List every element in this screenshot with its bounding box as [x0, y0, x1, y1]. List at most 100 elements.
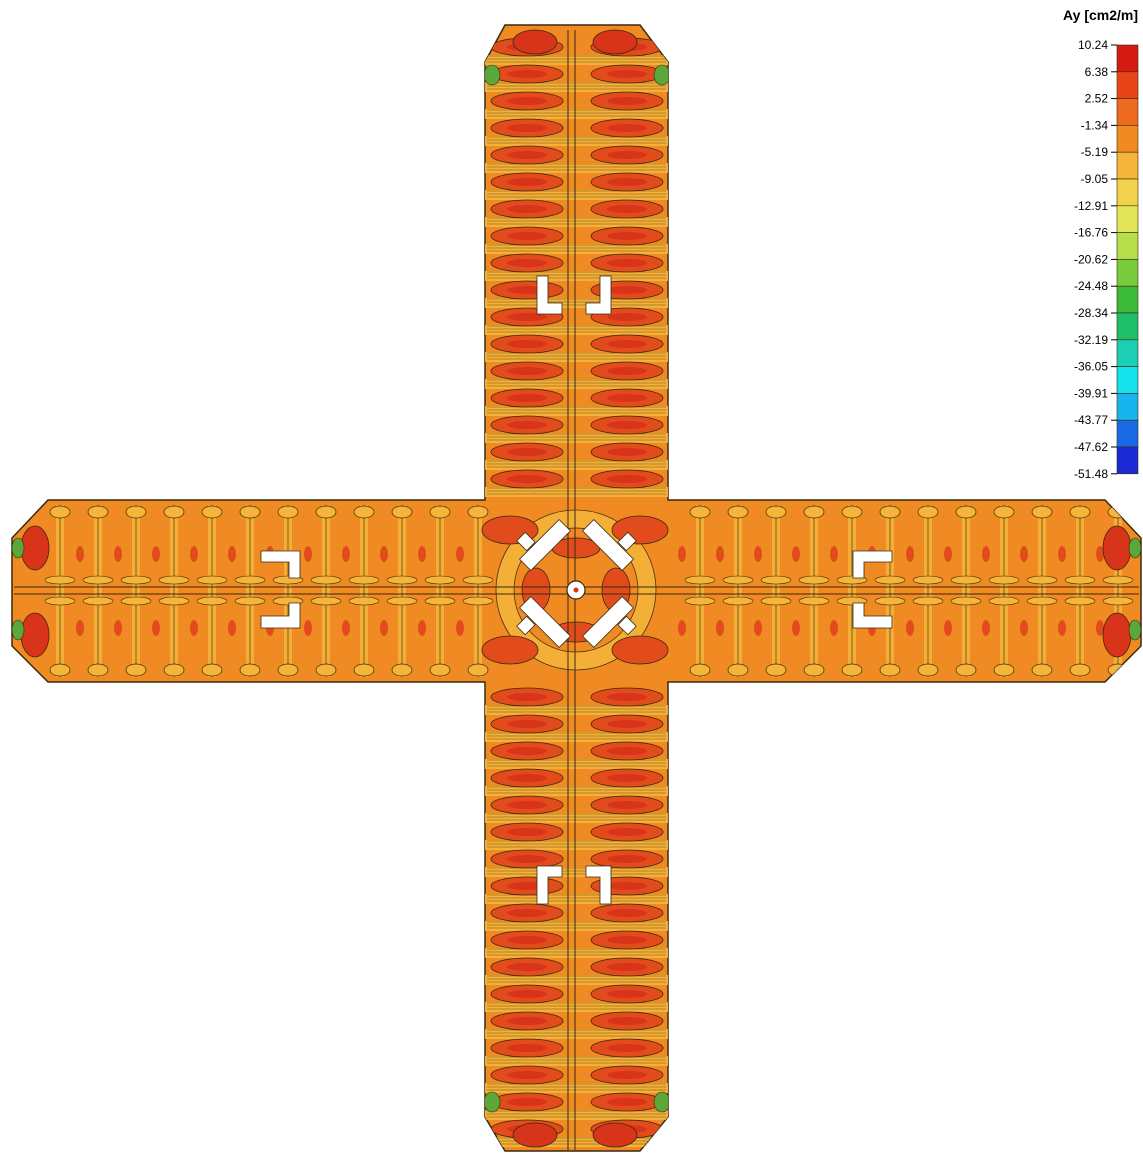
contour-hotter-core [507, 97, 547, 105]
contour-ring [429, 505, 451, 519]
legend-swatch [1116, 446, 1139, 475]
contour-ring [201, 663, 223, 677]
contour-lens [760, 575, 792, 585]
opening-left-top [260, 550, 301, 579]
legend-swatch [1116, 393, 1139, 421]
contour-ring [467, 505, 489, 519]
contour-lens [158, 575, 190, 585]
contour-end-cap [1102, 525, 1132, 571]
contour-ring [353, 505, 375, 519]
contour-hot-spot [792, 546, 800, 562]
contour-corner-cool [653, 64, 671, 86]
contour-band [485, 433, 668, 443]
contour-band [485, 163, 668, 173]
contour-band [485, 1083, 668, 1093]
contour-hot-spot [114, 620, 122, 636]
legend-label: -1.34 [1081, 118, 1109, 132]
contour-lens [1064, 596, 1096, 606]
contour-hot-spot [944, 620, 952, 636]
contour-lens [82, 575, 114, 585]
contour-end-cap [512, 1122, 558, 1148]
contour-hot-spot [1058, 546, 1066, 562]
contour-ring [1031, 505, 1053, 519]
opening-hub-ne [581, 518, 637, 572]
contour-hot-spot [678, 546, 686, 562]
contour-ring [841, 663, 863, 677]
contour-band [485, 379, 668, 389]
contour-ring [1069, 505, 1091, 519]
legend-swatch [1116, 44, 1139, 73]
contour-hotter-core [607, 909, 647, 917]
contour-band [485, 460, 668, 470]
contour-hot-spot [304, 546, 312, 562]
contour-band [485, 786, 668, 796]
contour-end-cap [592, 29, 638, 55]
vertical-arm-contours [483, 29, 671, 1148]
contour-ring [49, 505, 71, 519]
contour-ring [467, 663, 489, 677]
contour-hotter-core [507, 232, 547, 240]
contour-lens [1026, 575, 1058, 585]
contour-lens [988, 575, 1020, 585]
contour-hot-spot [944, 546, 952, 562]
contour-ring [689, 663, 711, 677]
contour-ring [87, 663, 109, 677]
contour-hotter-core [507, 70, 547, 78]
legend-label: -20.62 [1074, 252, 1108, 266]
contour-hotter-core [507, 394, 547, 402]
contour-lens [462, 596, 494, 606]
contour-hotter-core [507, 313, 547, 321]
contour-band [485, 190, 668, 200]
contour-hot-spot [754, 546, 762, 562]
contour-band [485, 244, 668, 254]
legend-label: 6.38 [1085, 65, 1109, 79]
contour-ring [49, 663, 71, 677]
legend-label: 2.52 [1085, 92, 1109, 106]
opening-top-right [585, 275, 612, 315]
contour-ring [125, 663, 147, 677]
contour-hot-spot [418, 620, 426, 636]
contour-hotter-core [507, 720, 547, 728]
opening-left-bottom [260, 602, 301, 629]
contour-hot-spot [342, 620, 350, 636]
contour-band [485, 759, 668, 769]
contour-hot-spot [456, 620, 464, 636]
contour-hotter-core [507, 475, 547, 483]
contour-end-cap [1102, 612, 1132, 658]
contour-hotter-core [607, 475, 647, 483]
contour-hotter-core [607, 232, 647, 240]
contour-hotter-core [607, 1044, 647, 1052]
contour-ring [993, 505, 1015, 519]
contour-hotter-core [607, 1098, 647, 1106]
contour-band [485, 1137, 668, 1147]
contour-end-cap [592, 1122, 638, 1148]
contour-ring [315, 505, 337, 519]
contour-hot-spot [380, 546, 388, 562]
contour-band [485, 840, 668, 850]
contour-lens [158, 596, 190, 606]
contour-hotter-core [607, 963, 647, 971]
opening-bottom-right [585, 865, 612, 905]
contour-hot-spot [190, 546, 198, 562]
contour-band [485, 1029, 668, 1039]
contour-ring [391, 663, 413, 677]
opening-hub-sw [516, 595, 572, 649]
contour-ring [727, 663, 749, 677]
legend-label: -16.76 [1074, 226, 1108, 240]
contour-ring [163, 505, 185, 519]
contour-hot-spot [1096, 620, 1104, 636]
contour-ring [879, 505, 901, 519]
contour-band [485, 813, 668, 823]
contour-end-cap [512, 29, 558, 55]
contour-hotter-core [607, 178, 647, 186]
contour-ring [1031, 663, 1053, 677]
legend-label: -32.19 [1074, 333, 1108, 347]
legend-swatch [1116, 71, 1139, 99]
contour-lens [874, 575, 906, 585]
contour-hotter-core [607, 367, 647, 375]
contour-hot-spot [304, 620, 312, 636]
contour-ring [917, 663, 939, 677]
contour-hot-spot [418, 546, 426, 562]
contour-hot-spot [1020, 546, 1028, 562]
